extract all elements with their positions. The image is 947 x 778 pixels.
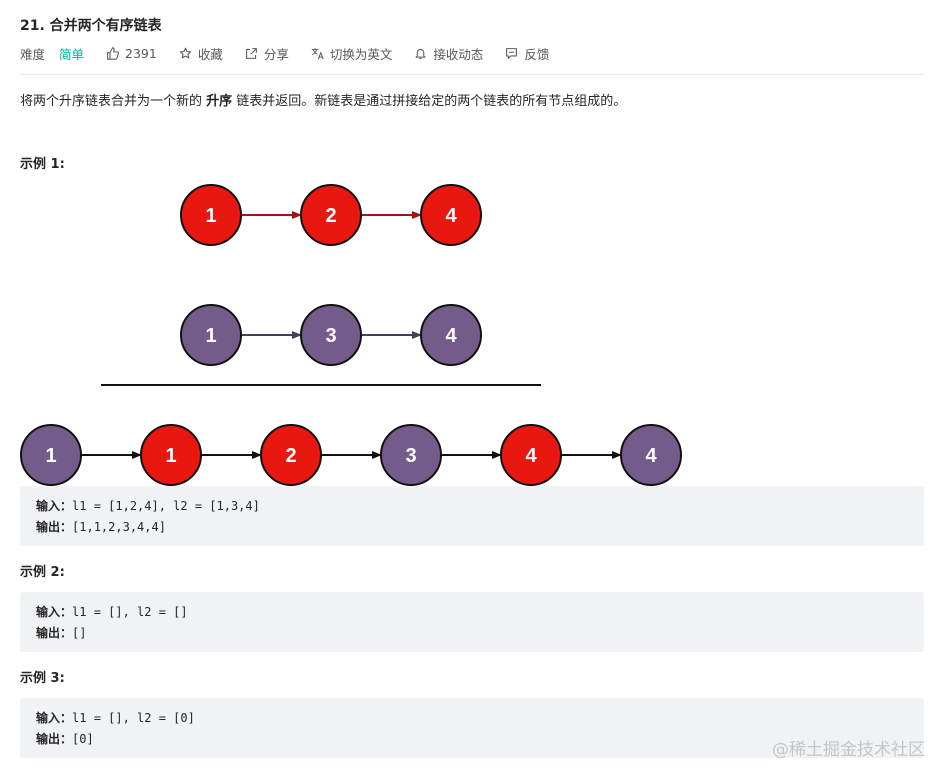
merged-node: [500, 424, 562, 486]
merged-node-value: 4: [645, 445, 657, 467]
merged-node: [140, 424, 202, 486]
input-value: l1 = [1,2,4], l2 = [1,3,4]: [72, 499, 260, 513]
list1-node: [300, 184, 362, 246]
output-value: [0]: [72, 732, 94, 746]
example-2-input: 输入：l1 = [], l2 = []: [36, 603, 188, 620]
input-label: 输入：: [36, 605, 73, 619]
input-value: l1 = [], l2 = [0]: [72, 711, 195, 725]
share-button[interactable]: 分享: [245, 44, 289, 63]
merged-node-value: 1: [45, 445, 56, 467]
share-icon: [245, 47, 258, 60]
list2-node-value: 3: [325, 325, 336, 347]
feedback-label: 反馈: [524, 46, 550, 62]
merged-node: [20, 424, 82, 486]
feedback-button[interactable]: 反馈: [505, 44, 549, 63]
collect-label: 收藏: [197, 46, 223, 62]
merged-node: [380, 424, 442, 486]
switch-language-label: 切换为英文: [329, 46, 393, 62]
output-value: [1,1,2,3,4,4]: [72, 520, 166, 534]
star-icon: [179, 47, 192, 60]
example-3-input: 输入：l1 = [], l2 = [0]: [36, 709, 195, 726]
output-label: 输出：: [36, 732, 73, 746]
output-label: 输出：: [36, 520, 73, 534]
example-3-title: 示例 3:: [20, 671, 65, 686]
subscribe-label: 接收动态: [433, 46, 484, 62]
bell-icon: [414, 47, 427, 60]
merged-node-value: 3: [405, 445, 416, 467]
problem-title: 21. 合并两个有序链表: [20, 18, 162, 34]
like-count: 2391: [125, 45, 157, 61]
list2-node: [180, 304, 242, 366]
example-1-input: 输入：l1 = [1,2,4], l2 = [1,3,4]: [36, 497, 260, 514]
subscribe-button[interactable]: 接收动态: [414, 44, 483, 63]
problem-meta-bar: 难度 简单 2391 收藏 分享 切换为英文 接收动态 反馈: [20, 42, 571, 64]
watermark: @稀土掘金技术社区: [772, 740, 925, 760]
list2-node-value: 1: [205, 325, 216, 347]
merged-node-value: 4: [525, 445, 537, 467]
description-text: 将两个升序链表合并为一个新的: [20, 94, 207, 109]
collect-button[interactable]: 收藏: [179, 44, 223, 63]
switch-language-button[interactable]: 切换为英文: [311, 44, 393, 63]
list2-node: [300, 304, 362, 366]
example-1-output: 输出：[1,1,2,3,4,4]: [36, 518, 166, 535]
input-label: 输入：: [36, 711, 73, 725]
example-2-code: 输入：l1 = [], l2 = [] 输出：[]: [20, 592, 924, 652]
list2-node: [420, 304, 482, 366]
description-text-end: 链表并返回。新链表是通过拼接给定的两个链表的所有节点组成的。: [232, 94, 627, 109]
merged-node-value: 2: [285, 445, 296, 467]
list1-node-value: 1: [205, 205, 216, 227]
merged-node: [620, 424, 682, 486]
output-value: []: [72, 626, 87, 640]
merged-node-value: 1: [165, 445, 176, 467]
example-3-code: 输入：l1 = [], l2 = [0] 输出：[0]: [20, 698, 924, 758]
header-divider: [20, 74, 924, 75]
like-button[interactable]: 2391: [106, 46, 157, 61]
difficulty-label: 难度: [20, 46, 46, 62]
merge-diagram: 1 2 4 1 3 4 1 1 2 3 4 4: [20, 184, 682, 486]
example-1-title: 示例 1:: [20, 157, 65, 172]
input-value: l1 = [], l2 = []: [72, 605, 188, 619]
problem-description: 将两个升序链表合并为一个新的 升序 链表并返回。新链表是通过拼接给定的两个链表的…: [20, 90, 626, 109]
merged-node: [260, 424, 322, 486]
thumbs-up-icon: [106, 46, 119, 60]
list2-node-value: 4: [445, 325, 457, 347]
share-label: 分享: [263, 46, 289, 62]
list1-node-value: 2: [325, 205, 336, 227]
example-2-title: 示例 2:: [20, 565, 65, 580]
example-1-code: 输入：l1 = [1,2,4], l2 = [1,3,4] 输出：[1,1,2,…: [20, 486, 924, 546]
example-3-output: 输出：[0]: [36, 730, 94, 747]
example-2-output: 输出：[]: [36, 624, 86, 641]
difficulty-value: 简单: [59, 46, 85, 62]
translate-icon: [311, 47, 324, 60]
output-label: 输出：: [36, 626, 73, 640]
input-label: 输入：: [36, 499, 73, 513]
list1-node: [420, 184, 482, 246]
feedback-icon: [505, 47, 518, 60]
list1-node: [180, 184, 242, 246]
description-emphasis: 升序: [206, 94, 233, 109]
difficulty: 难度 简单: [20, 44, 84, 63]
list1-node-value: 4: [445, 205, 457, 227]
